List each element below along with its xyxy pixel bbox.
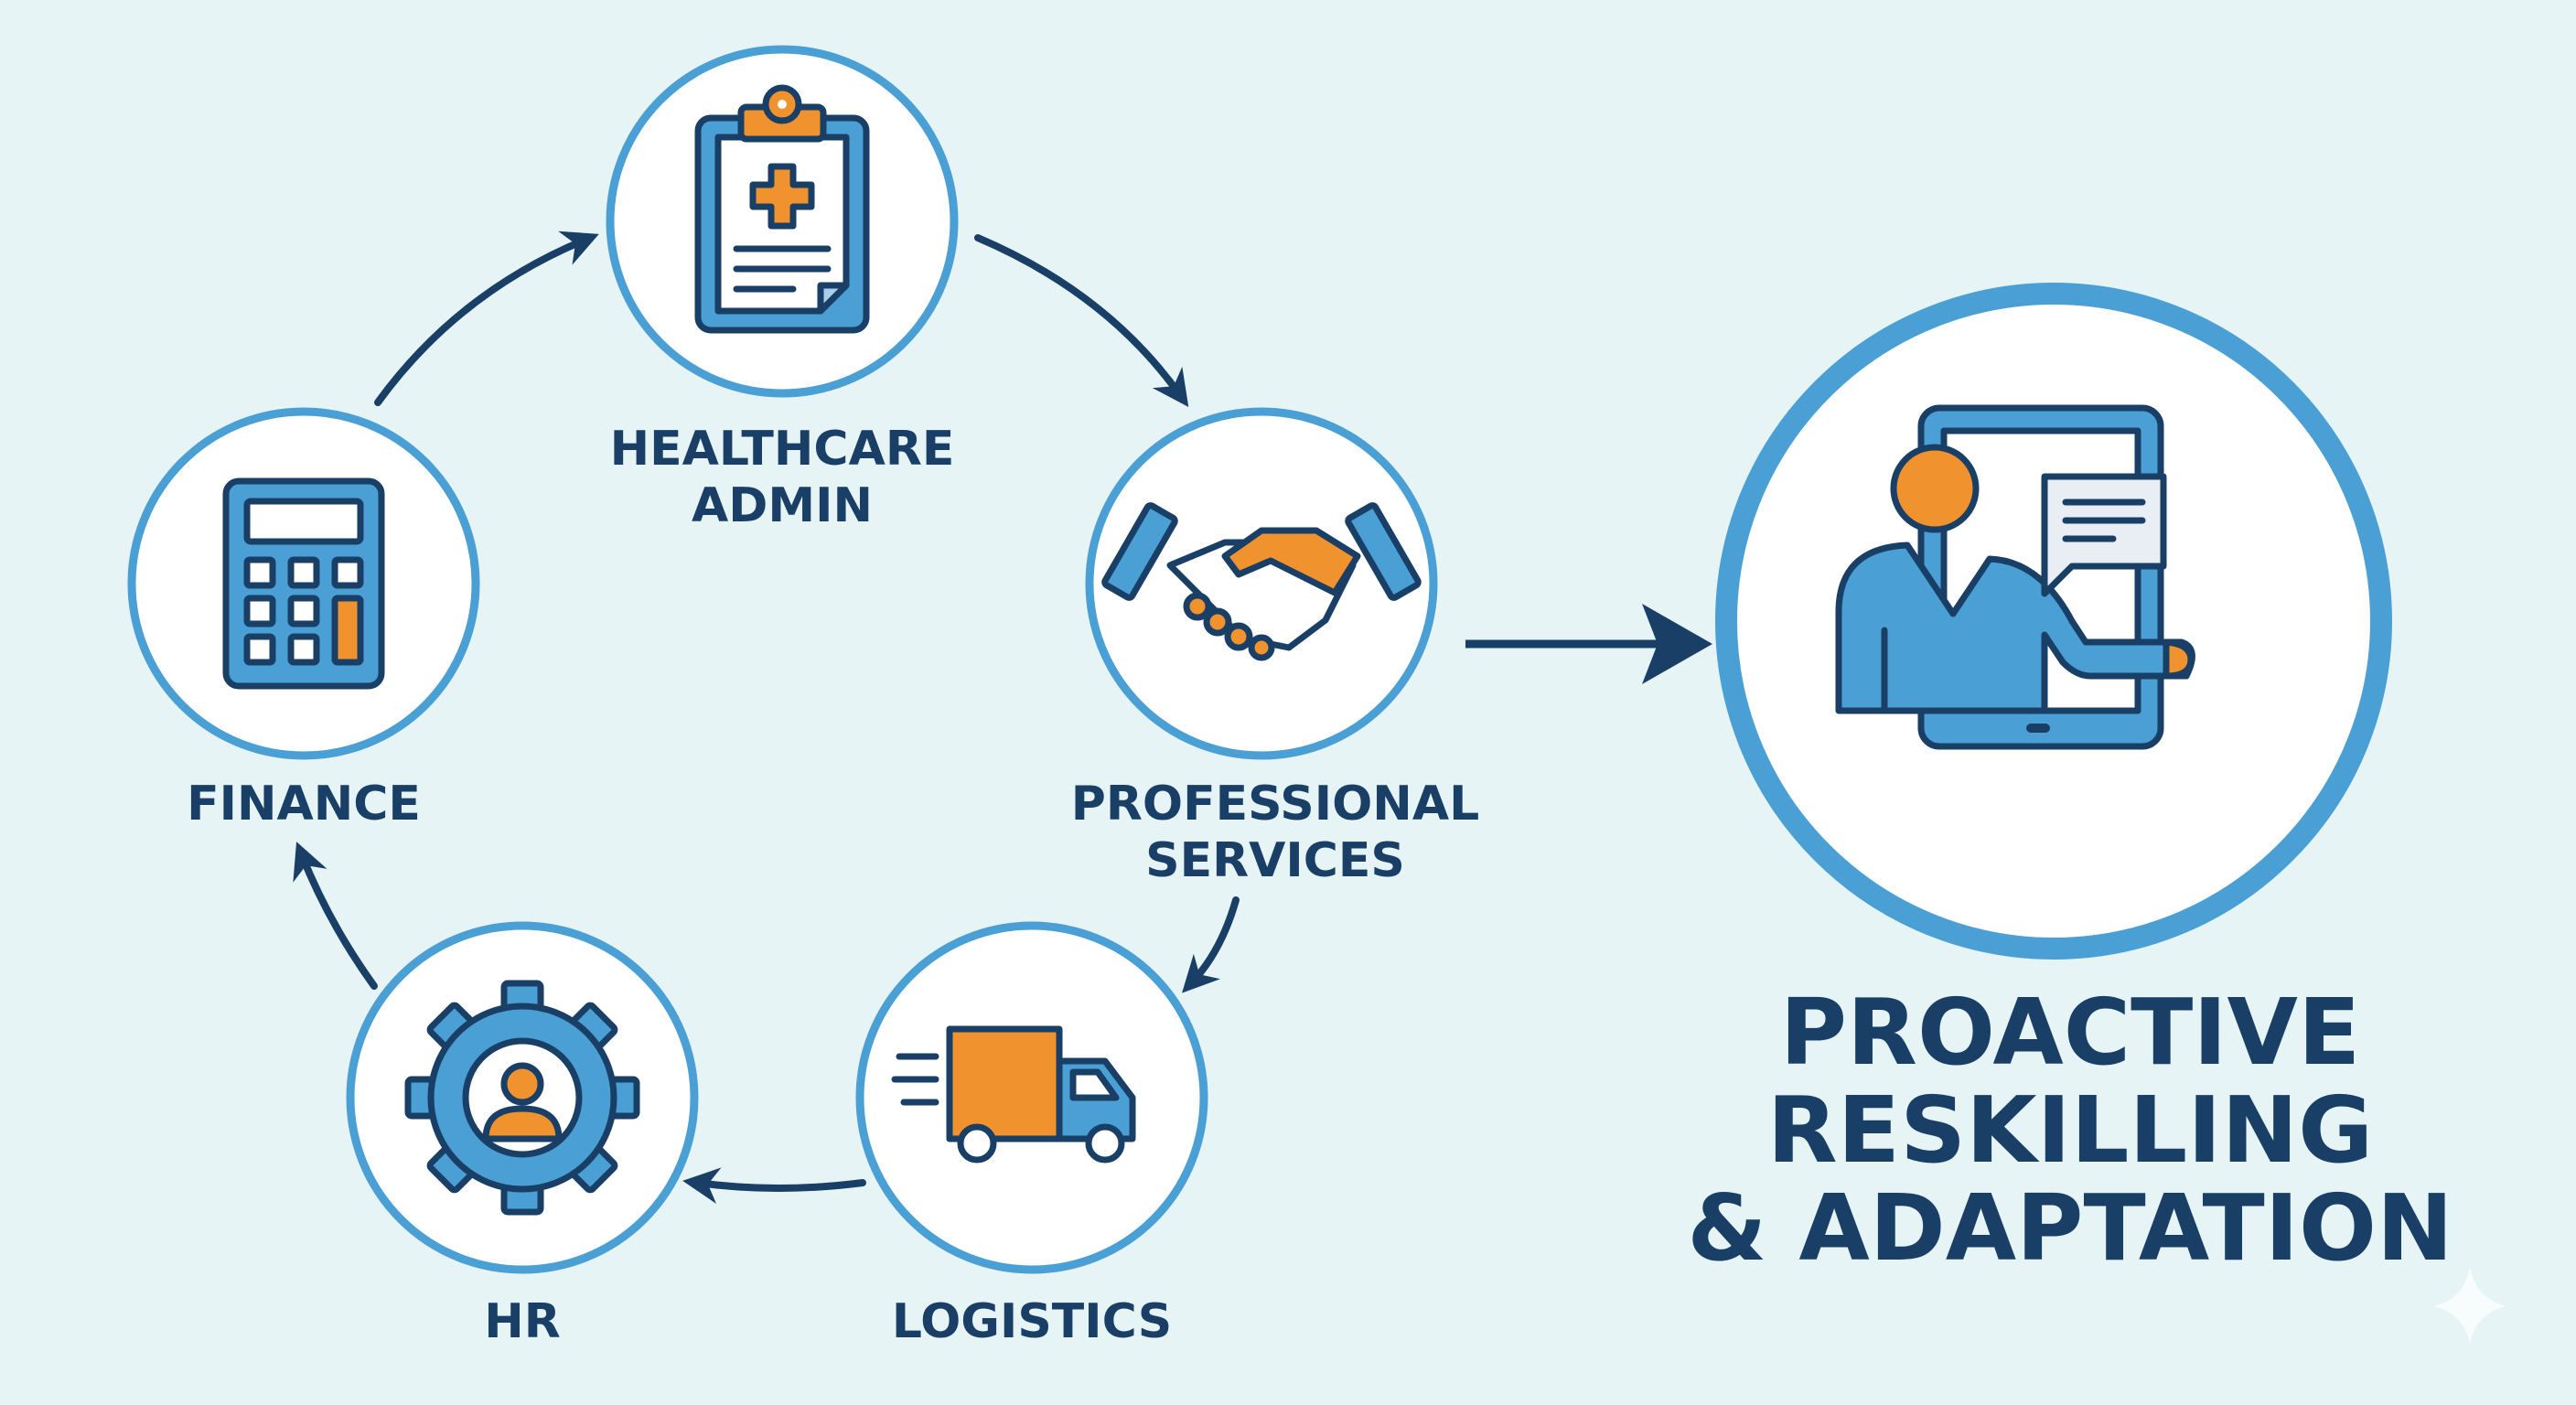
node-professional-services: PROFESSIONAL SERVICES xyxy=(1071,407,1479,888)
node-label: SERVICES xyxy=(1145,833,1405,888)
node-label: LOGISTICS xyxy=(892,1294,1172,1349)
node-finance: FINANCE xyxy=(127,407,480,831)
node-logistics: LOGISTICS xyxy=(855,921,1208,1349)
gear-person-icon xyxy=(404,980,640,1216)
node-label: HEALTHCARE xyxy=(610,422,955,477)
node-label: PROFESSIONAL xyxy=(1071,777,1479,831)
node-label: ADMIN xyxy=(692,478,873,533)
outcome-title-line: RESKILLING xyxy=(1767,1077,2373,1184)
clipboard-medical-icon xyxy=(694,84,870,334)
sparkle-icon xyxy=(2433,1267,2506,1345)
node-healthcare: HEALTHCARE ADMIN xyxy=(606,45,959,533)
outcome-title-line: PROACTIVE xyxy=(1780,979,2361,1086)
arrow-healthcare-to-professional xyxy=(974,234,1189,408)
node-label: FINANCE xyxy=(187,777,421,831)
arrow-professional-to-logistics xyxy=(1182,896,1240,993)
calculator-icon xyxy=(222,477,385,690)
handshake-icon xyxy=(1101,502,1422,661)
arrow-logistics-to-hr xyxy=(682,1167,866,1205)
node-label: HR xyxy=(484,1294,561,1349)
node-outcome: PROACTIVE RESKILLING & ADAPTATION xyxy=(1687,283,2453,1282)
arrow-finance-to-healthcare xyxy=(374,231,599,406)
arrow-to-outcome xyxy=(1465,604,1712,684)
delivery-truck-icon xyxy=(891,1025,1136,1164)
outcome-title-line: & ADAPTATION xyxy=(1687,1174,2453,1282)
arrow-hr-to-finance xyxy=(293,842,378,990)
node-hr: HR xyxy=(346,921,699,1349)
tablet-presenter-icon xyxy=(1835,404,2195,750)
